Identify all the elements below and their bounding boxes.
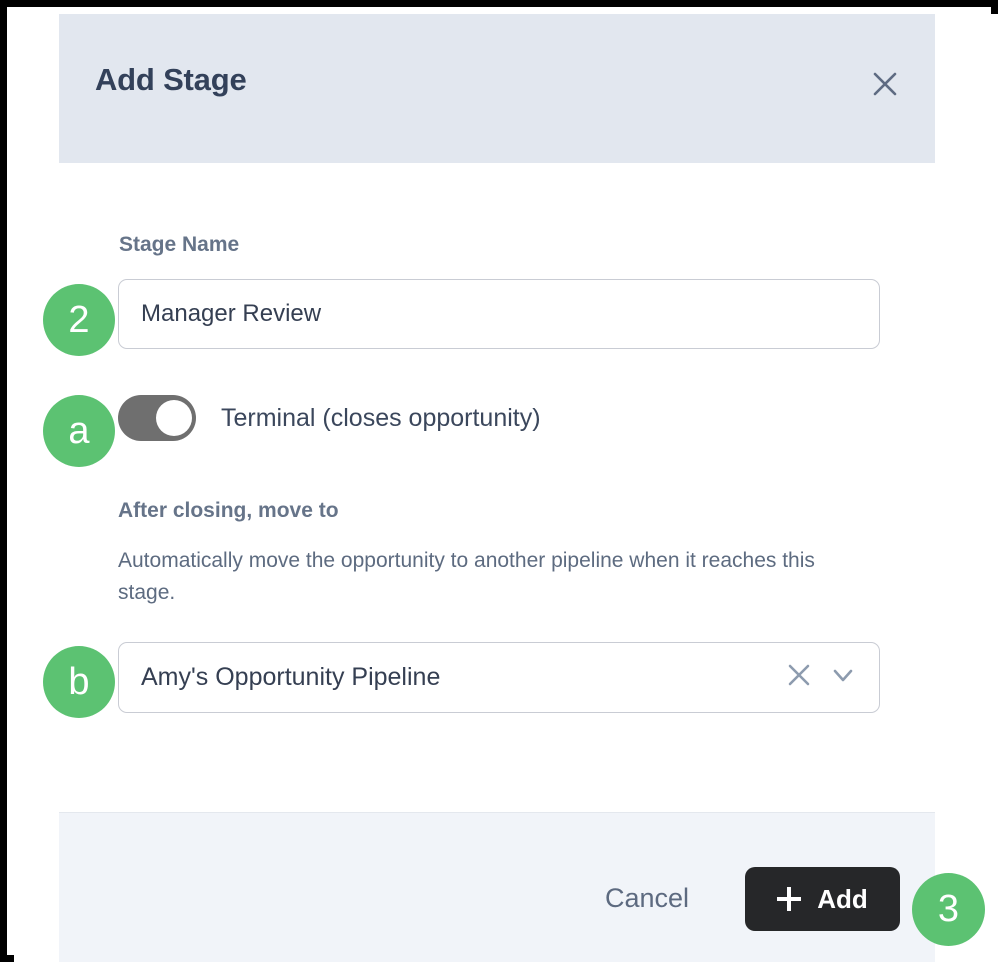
terminal-toggle[interactable] (118, 395, 196, 441)
clear-selection-button[interactable] (777, 656, 821, 700)
close-x-icon (869, 68, 901, 100)
pipeline-select[interactable]: Amy's Opportunity Pipeline (118, 642, 880, 713)
open-dropdown-button[interactable] (821, 656, 865, 700)
chevron-down-icon (828, 660, 858, 695)
terminal-toggle-label: Terminal (closes opportunity) (221, 403, 541, 432)
page-canvas: Add Stage Stage Name T (14, 14, 998, 962)
dialog-title: Add Stage (95, 62, 247, 97)
clear-x-icon (784, 660, 814, 695)
stage-name-label: Stage Name (119, 233, 240, 256)
dialog-footer: Cancel Add (59, 812, 935, 962)
terminal-toggle-row: Terminal (closes opportunity) (118, 391, 898, 445)
add-stage-dialog: Add Stage Stage Name T (59, 14, 935, 962)
after-closing-description: Automatically move the opportunity to an… (118, 549, 815, 604)
stage-name-input[interactable] (118, 279, 880, 349)
after-closing-label: After closing, move to (118, 499, 339, 522)
add-button[interactable]: Add (745, 867, 900, 931)
pipeline-select-value: Amy's Opportunity Pipeline (141, 663, 441, 691)
close-dialog-button[interactable] (863, 62, 907, 106)
toggle-knob (156, 400, 192, 436)
plus-icon (777, 887, 802, 911)
add-button-label: Add (817, 883, 868, 914)
dialog-header: Add Stage (59, 14, 935, 163)
cancel-button[interactable]: Cancel (604, 883, 689, 913)
dialog-body: Stage Name Terminal (closes opportunity)… (59, 163, 935, 812)
